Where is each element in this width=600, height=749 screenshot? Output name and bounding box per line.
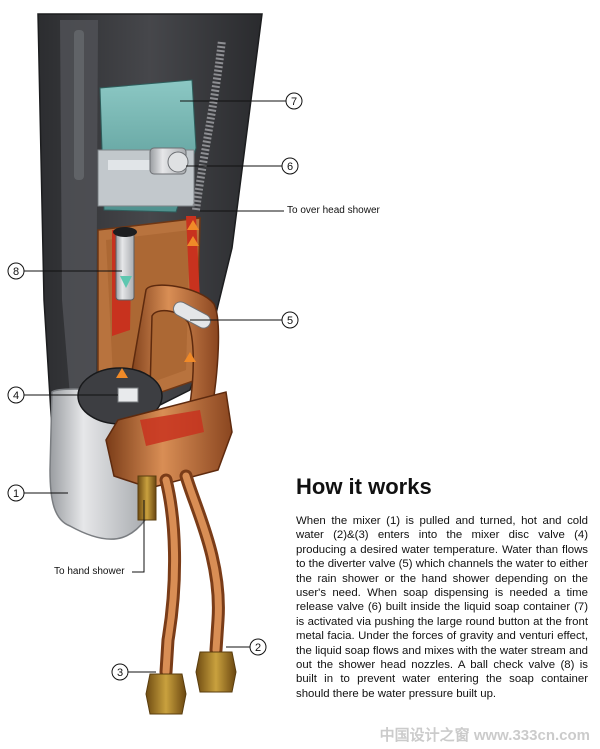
callout-5: 5 bbox=[287, 315, 293, 327]
hand-shower-outlet bbox=[137, 475, 157, 521]
diverter-cylinder bbox=[173, 301, 211, 329]
callout-2: 2 bbox=[255, 642, 261, 654]
callout-4: 4 bbox=[13, 390, 19, 402]
leader-lines bbox=[24, 100, 286, 673]
callout-7: 7 bbox=[291, 96, 297, 108]
hand-shower-label: To hand shower bbox=[54, 566, 125, 577]
watermark: 中国设计之窗 www.333cn.com bbox=[379, 727, 590, 744]
hot-water-nut bbox=[195, 651, 237, 693]
how-it-works-body: When the mixer (1) is pulled and turned,… bbox=[296, 515, 588, 700]
overhead-shower-label: To over head shower bbox=[287, 205, 380, 216]
how-it-works-title: How it works bbox=[296, 474, 432, 499]
water-channel-up bbox=[186, 216, 200, 300]
flow-arrows bbox=[116, 220, 199, 378]
housing-inner-panel bbox=[60, 20, 98, 420]
callout-3: 3 bbox=[117, 667, 123, 679]
callout-circles bbox=[7, 92, 303, 681]
braided-hose bbox=[192, 39, 226, 211]
callout-6: 6 bbox=[287, 161, 293, 173]
callout-1: 1 bbox=[13, 488, 19, 500]
housing-slot bbox=[74, 30, 84, 180]
cold-water-nut bbox=[145, 673, 187, 715]
callout-8: 8 bbox=[13, 266, 19, 278]
ball-check-valve bbox=[115, 229, 135, 301]
